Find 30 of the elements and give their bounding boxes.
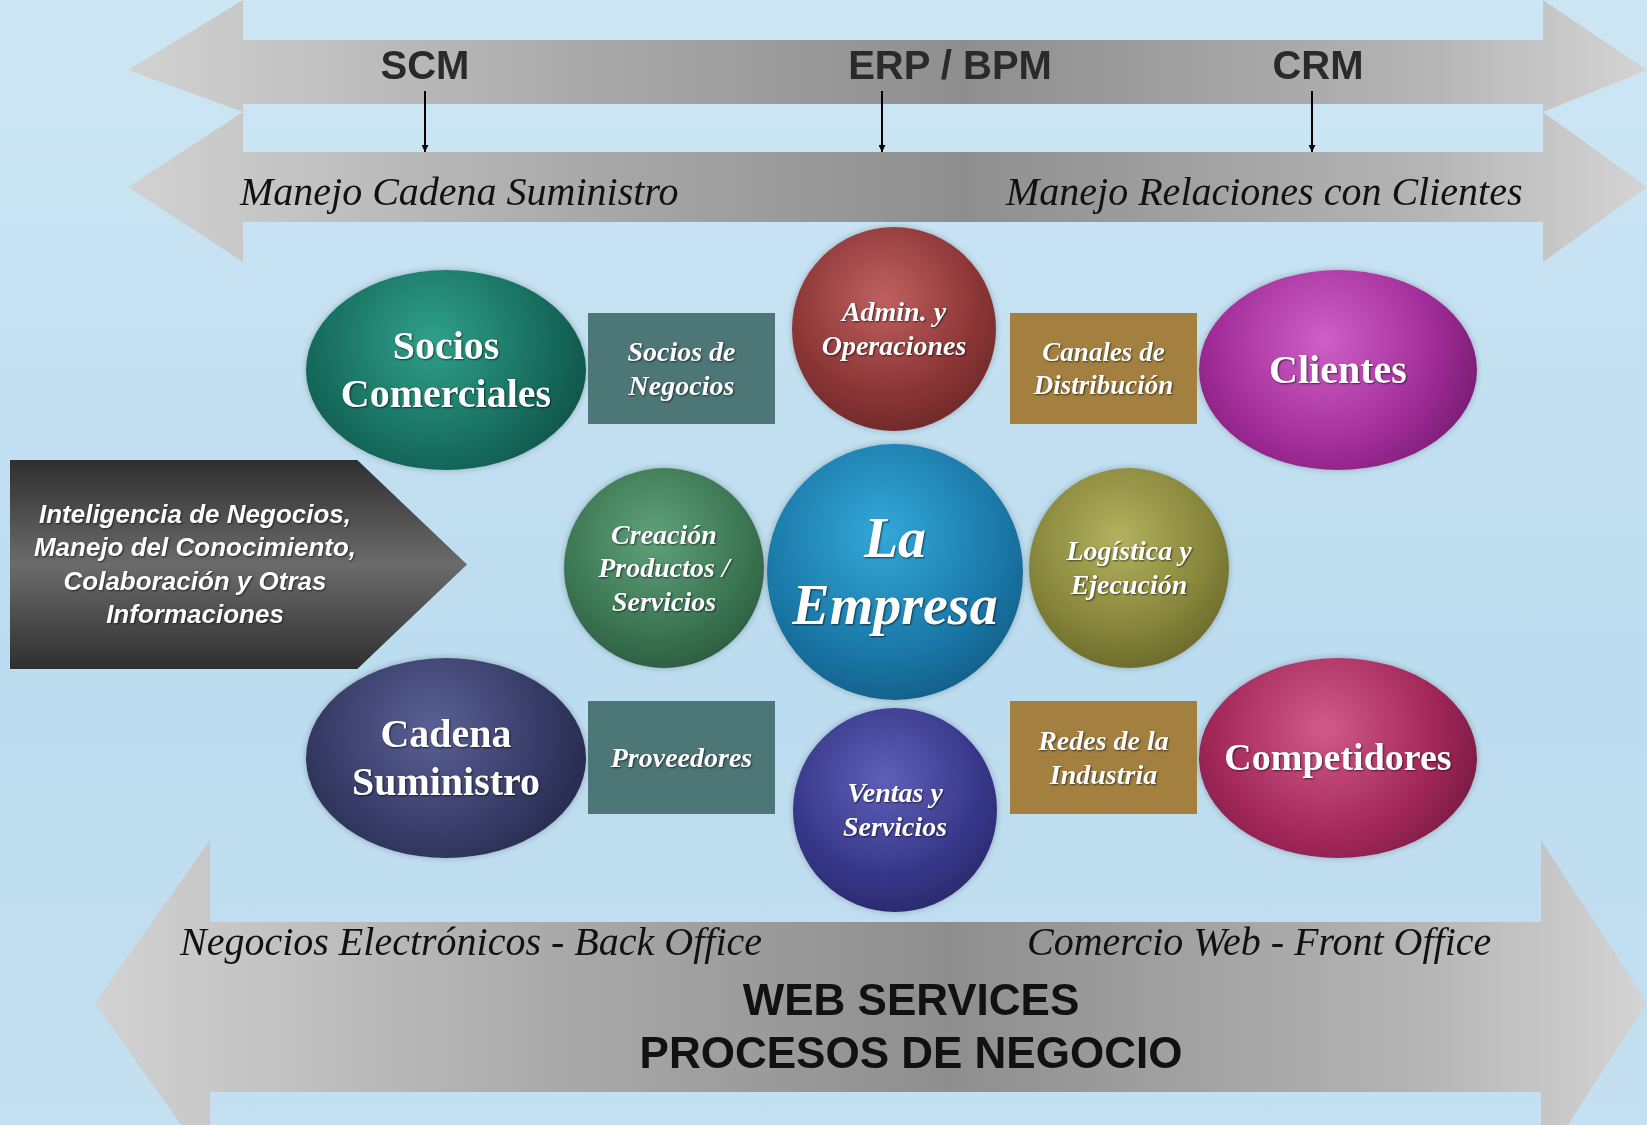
node-label: Proveedores <box>609 740 754 775</box>
band-label: PROCESOS DE NEGOCIO <box>639 1031 1183 1075</box>
arrow <box>421 90 429 153</box>
band-label: Comercio Web - Front Office <box>1027 922 1492 962</box>
node-label: Inteligencia de Negocios, Manejo del Conocimiento, Colaboración y Otras Informaciones <box>32 497 358 631</box>
band-label: Negocios Electrónicos - Back Office <box>180 922 763 962</box>
rectangle-node <box>1010 701 1197 814</box>
arrow <box>1308 90 1316 153</box>
node-label: Socios de Negocios <box>626 334 737 403</box>
band-label: ERP / BPM <box>848 42 1052 88</box>
band-label: Manejo Relaciones con Clientes <box>1006 172 1523 212</box>
rectangle-node <box>1010 313 1197 424</box>
node-label: Clientes <box>1268 346 1408 394</box>
band-label: Manejo Cadena Suministro <box>240 172 679 212</box>
node-label: Canales de Distribución <box>1032 336 1175 401</box>
node-label: Socios Comerciales <box>339 322 553 418</box>
rectangle-node <box>588 701 775 814</box>
node-label: Competidores <box>1223 735 1453 781</box>
arrow <box>878 90 886 153</box>
node-label: Creación Productos / Servicios <box>597 517 733 619</box>
node-label: La Empresa <box>791 505 999 638</box>
rectangle-node <box>588 313 775 424</box>
node-label: Cadena Suministro <box>350 710 542 806</box>
band-label: WEB SERVICES <box>742 978 1080 1022</box>
node-label: Admin. y Operaciones <box>820 295 968 363</box>
band-label: CRM <box>1272 42 1364 88</box>
node-label: Ventas y Servicios <box>841 776 949 844</box>
node-label: Redes de la Industria <box>1037 723 1170 792</box>
band-label: SCM <box>380 42 470 88</box>
node-label: Logística y Ejecución <box>1065 534 1193 602</box>
